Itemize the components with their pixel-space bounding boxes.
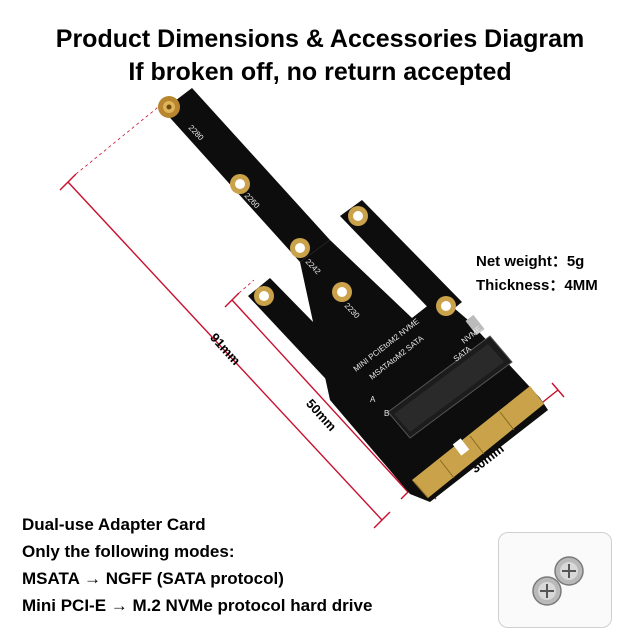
pcb-board: 2280 2260 2242 2230 MINI PCIEtoM2 NVME M… <box>158 88 548 502</box>
page-title: Product Dimensions & Accessories Diagram <box>55 25 585 53</box>
mounting-holes <box>230 174 456 316</box>
net-weight: Net weight：5g <box>476 253 585 270</box>
silk-b: B <box>384 409 389 418</box>
dimension-91mm-label: 91mm <box>207 330 243 368</box>
description-line-4: Mini PCI-E → M.2 NVMe protocol hard driv… <box>22 596 373 615</box>
brass-standoff <box>158 96 180 118</box>
page-subtitle: If broken off, no return accepted <box>128 58 512 86</box>
description-line-2: Only the following modes: <box>22 542 235 561</box>
screw-icon <box>532 576 562 606</box>
accessories-box <box>498 532 612 628</box>
gold-fingers <box>412 386 544 499</box>
screws-image <box>532 556 584 606</box>
description-line-1: Dual-use Adapter Card <box>22 515 206 534</box>
mode-switch <box>465 314 485 336</box>
silk-a: A <box>370 395 376 404</box>
description-line-3: MSATA → NGFF (SATA protocol) <box>22 569 284 588</box>
thickness: Thickness：4MM <box>476 277 598 294</box>
screw-icon <box>554 556 584 586</box>
